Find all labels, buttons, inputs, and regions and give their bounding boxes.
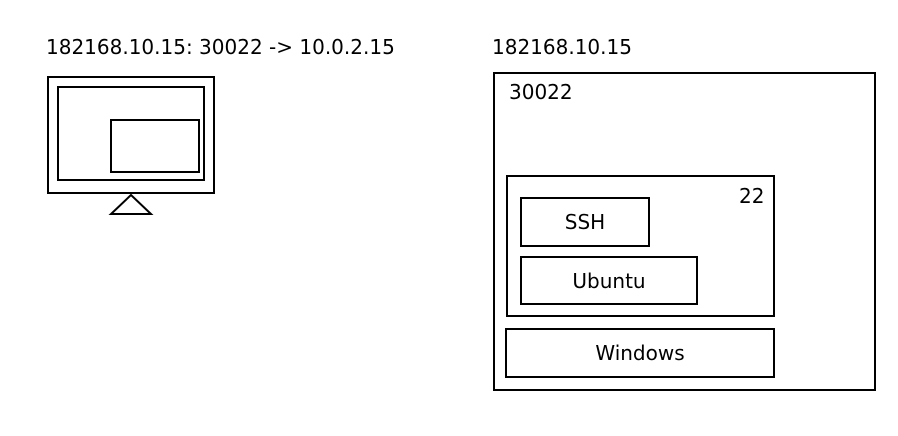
host-ip-label: 182168.10.15 [492,35,632,59]
vm-port-label: 22 [739,184,765,208]
host-port-label: 30022 [509,80,573,104]
monitor-icon [47,76,215,215]
client-connection-label: 182168.10.15: 30022 -> 10.0.2.15 [46,35,395,59]
ssh-box: SSH [520,197,650,247]
ubuntu-box: Ubuntu [520,256,698,305]
windows-box: Windows [505,328,775,378]
